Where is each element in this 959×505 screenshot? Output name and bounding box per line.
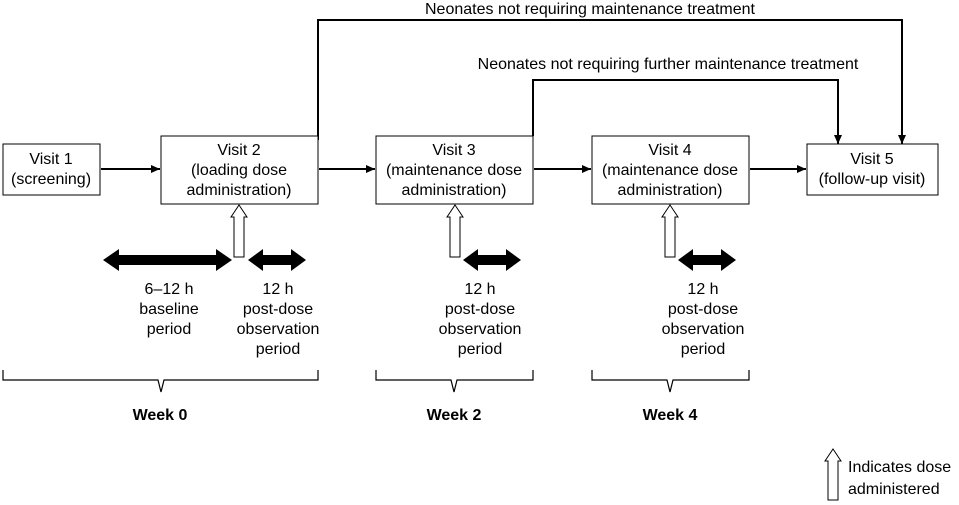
visit-3-title: Visit 3 xyxy=(432,142,475,159)
postdose-v4-line-1: 12 h xyxy=(687,281,718,298)
postdose-v3-line-1: 12 h xyxy=(464,281,495,298)
week-0-label: Week 0 xyxy=(133,407,188,424)
baseline-period-line-3: period xyxy=(147,321,191,338)
postdose-v4-line-4: period xyxy=(681,341,725,358)
postdose-v2-line-3: observation xyxy=(237,321,320,338)
legend-line-2: administered xyxy=(848,481,940,498)
visit-2-subtitle-2: administration) xyxy=(187,182,292,199)
visit-3-subtitle: (maintenance dose xyxy=(386,162,522,179)
postdose-v4-line-2: post-dose xyxy=(668,301,738,318)
week-2-brace xyxy=(375,370,534,393)
postdose-period-label-v4: 12 h post-dose observation period xyxy=(662,281,745,358)
visit-5-title: Visit 5 xyxy=(850,151,893,168)
bypass-arrow-middle xyxy=(532,79,842,144)
visit-4-subtitle: (maintenance dose xyxy=(602,162,738,179)
legend-line-1: Indicates dose xyxy=(848,459,951,476)
visit-5-box: Visit 5 (follow-up visit) xyxy=(806,143,939,196)
postdose-v2-line-1: 12 h xyxy=(262,281,293,298)
postdose-period-arrow-v4 xyxy=(678,249,736,271)
postdose-v2-line-4: period xyxy=(256,341,300,358)
postdose-v3-line-3: observation xyxy=(439,321,522,338)
baseline-period-line-1: 6–12 h xyxy=(145,281,194,298)
visit-2-title: Visit 2 xyxy=(217,142,260,159)
bypass-path-no-further-maintenance: Neonates not requiring further maintenan… xyxy=(478,56,859,144)
legend: Indicates dose administered xyxy=(824,448,951,501)
visit-4-title: Visit 4 xyxy=(648,142,691,159)
postdose-period-label-v3: 12 h post-dose observation period xyxy=(439,281,522,358)
visit-2-subtitle: (loading dose xyxy=(191,162,287,179)
baseline-period-label: 6–12 h baseline period xyxy=(139,281,199,338)
postdose-v3-line-2: post-dose xyxy=(445,301,515,318)
dose-arrow-visit-2 xyxy=(230,204,248,258)
postdose-v2-line-2: post-dose xyxy=(243,301,313,318)
visit-3-box: Visit 3 (maintenance dose administration… xyxy=(375,135,534,205)
baseline-period-arrow xyxy=(103,249,232,271)
bypass-label-top: Neonates not requiring maintenance treat… xyxy=(425,1,756,18)
postdose-v4-line-3: observation xyxy=(662,321,745,338)
visit-5-subtitle: (follow-up visit) xyxy=(819,171,926,188)
week-2-label: Week 2 xyxy=(427,407,482,424)
dose-arrow-visit-4 xyxy=(661,204,679,258)
bypass-arrow-top xyxy=(317,19,906,144)
visit-4-subtitle-2: administration) xyxy=(618,182,723,199)
week-0-brace xyxy=(2,370,319,393)
postdose-period-arrow-v3 xyxy=(463,249,521,271)
visit-1-subtitle: (screening) xyxy=(11,171,91,188)
visit-1-title: Visit 1 xyxy=(29,151,72,168)
visit-1-box: Visit 1 (screening) xyxy=(2,143,101,196)
dose-arrow-visit-3 xyxy=(446,204,464,258)
baseline-period-line-2: baseline xyxy=(139,301,199,318)
visit-3-subtitle-2: administration) xyxy=(402,182,507,199)
postdose-v3-line-4: period xyxy=(458,341,502,358)
visit-2-box: Visit 2 (loading dose administration) xyxy=(160,135,319,205)
bypass-path-no-maintenance: Neonates not requiring maintenance treat… xyxy=(317,1,906,144)
postdose-period-arrow-v2 xyxy=(248,249,306,271)
bypass-label-middle: Neonates not requiring further maintenan… xyxy=(478,56,859,73)
hollow-up-arrow-icon xyxy=(824,448,842,501)
postdose-period-label-v2: 12 h post-dose observation period xyxy=(237,281,320,358)
week-4-brace xyxy=(591,370,750,393)
visit-4-box: Visit 4 (maintenance dose administration… xyxy=(591,135,750,205)
week-4-label: Week 4 xyxy=(643,407,698,424)
